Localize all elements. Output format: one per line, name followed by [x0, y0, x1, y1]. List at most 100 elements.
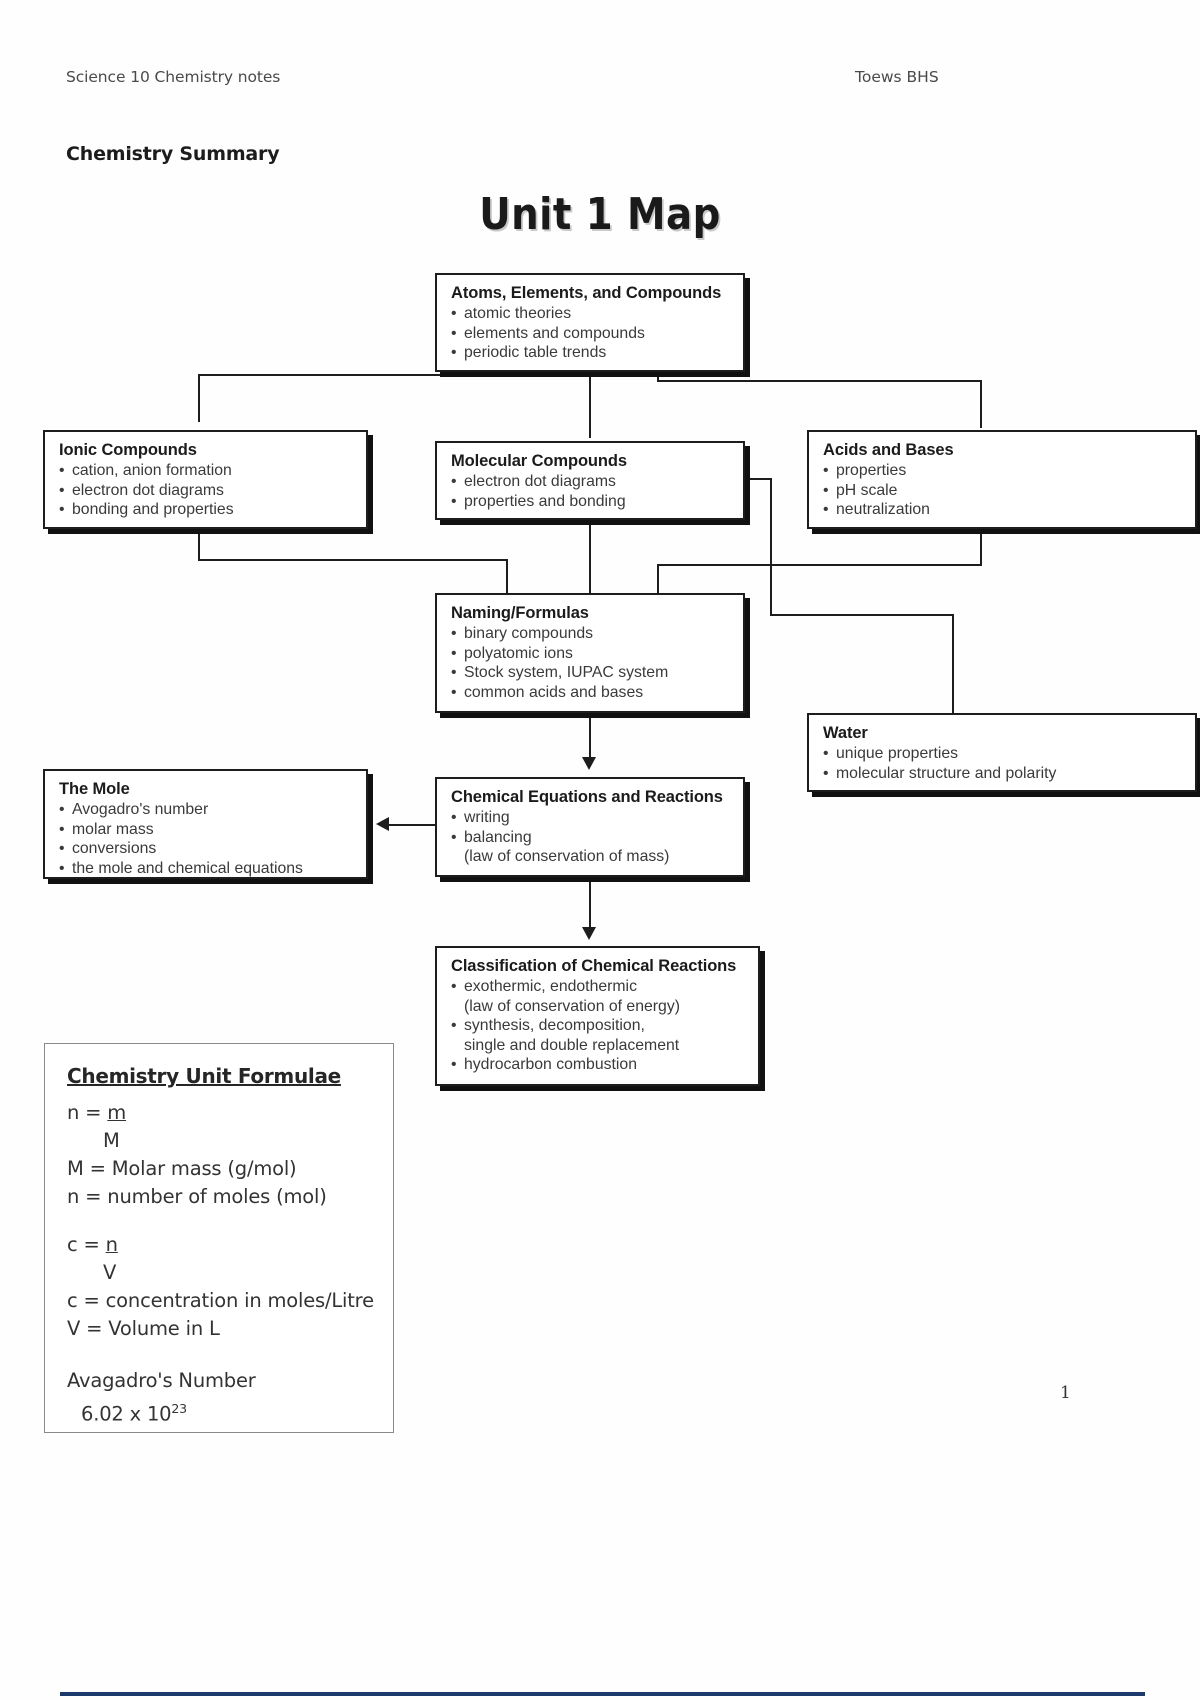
node-item-list: cation, anion formation electron dot dia…: [59, 461, 366, 520]
node-heading: Atoms, Elements, and Compounds: [451, 284, 722, 302]
footer-divider: [60, 1692, 1145, 1696]
node-item-list: atomic theories elements and compounds p…: [451, 304, 743, 363]
node-item-list: properties pH scale neutralization: [823, 461, 1195, 520]
list-item: electron dot diagrams: [451, 472, 743, 492]
formula-definition-molar-mass: M = Molar mass (g/mol): [67, 1157, 297, 1180]
connector-ionic-down: [198, 528, 201, 561]
node-water[interactable]: Water unique properties molecular struct…: [807, 713, 1197, 792]
list-item: conversions: [59, 839, 366, 859]
spacer: [67, 1211, 393, 1231]
list-item: elements and compounds: [451, 324, 743, 344]
connector-atoms-right-down: [657, 370, 660, 382]
list-item: binary compounds: [451, 624, 743, 644]
node-molecular-compounds[interactable]: Molecular Compounds electron dot diagram…: [435, 441, 745, 520]
list-item: synthesis, decomposition,: [451, 1016, 758, 1036]
arrow-equations-to-classification: [582, 927, 596, 940]
connector-water-branch-h: [770, 614, 954, 617]
node-naming-formulas[interactable]: Naming/Formulas binary compounds polyato…: [435, 593, 745, 713]
connector-acids-to-naming-down: [980, 528, 983, 566]
map-title: Unit 1 Map: [479, 189, 721, 240]
node-acids-and-bases[interactable]: Acids and Bases properties pH scale neut…: [807, 430, 1197, 529]
list-item: polyatomic ions: [451, 644, 743, 664]
list-item: common acids and bases: [451, 683, 743, 703]
list-item: properties and bonding: [451, 492, 743, 512]
connector-naming-to-equations: [589, 713, 592, 761]
node-heading: Classification of Chemical Reactions: [451, 957, 737, 975]
list-item: balancing: [451, 828, 743, 848]
node-item-list: Avogadro's number molar mass conversions…: [59, 800, 366, 878]
list-item: neutralization: [823, 500, 1195, 520]
node-the-mole[interactable]: The Mole Avogadro's number molar mass co…: [43, 769, 368, 879]
node-heading: Ionic Compounds: [59, 441, 197, 459]
node-chemical-equations-and-reactions[interactable]: Chemical Equations and Reactions writing…: [435, 777, 745, 877]
formula-definition-volume: V = Volume in L: [67, 1317, 220, 1340]
avogadro-value: 6.02 x 1023: [67, 1395, 393, 1429]
formula-concentration-equation: c = n: [67, 1231, 393, 1259]
formulae-title: Chemistry Unit Formulae: [67, 1064, 341, 1088]
formula-moles-denominator: M: [103, 1129, 120, 1152]
node-heading: The Mole: [59, 780, 130, 798]
node-heading: Naming/Formulas: [451, 604, 589, 622]
node-item-list: writing balancing (law of conservation o…: [451, 808, 743, 867]
list-item-continuation: (law of conservation of energy): [464, 997, 680, 1015]
formula-concentration-denominator: V: [103, 1261, 117, 1284]
formula-definition-moles: n = number of moles (mol): [67, 1185, 327, 1208]
connector-acids-down: [980, 380, 983, 428]
formula-moles-numerator: m: [107, 1101, 127, 1124]
node-item-list: binary compounds polyatomic ions Stock s…: [451, 624, 743, 702]
avogadro-label: Avagadro's Number: [67, 1369, 256, 1392]
avogadro-exponent: 23: [171, 1401, 187, 1416]
avogadro-mantissa: 6.02 x 10: [81, 1402, 172, 1426]
list-item-continuation: single and double replacement: [464, 1036, 680, 1054]
list-item: periodic table trends: [451, 343, 743, 363]
connector-equations-to-mole: [389, 824, 437, 827]
connector-atoms-to-acids: [657, 380, 982, 383]
list-item: unique properties: [823, 744, 1195, 764]
connector-water-branch-down: [770, 478, 773, 616]
node-item-list: unique properties molecular structure an…: [823, 744, 1195, 783]
page-title: Chemistry Summary: [66, 143, 280, 165]
page-number: 1: [1060, 1383, 1071, 1403]
formula-moles-lhs: n =: [67, 1101, 108, 1124]
connector-naming-right-up: [657, 564, 660, 593]
connector-atoms-center-down: [589, 370, 592, 438]
list-item: properties: [823, 461, 1195, 481]
list-item: Stock system, IUPAC system: [451, 663, 743, 683]
connector-ionic-to-naming: [198, 559, 508, 562]
list-item: electron dot diagrams: [59, 481, 366, 501]
list-item: pH scale: [823, 481, 1195, 501]
node-item-list: exothermic, endothermic (law of conserva…: [451, 977, 758, 1075]
node-heading: Chemical Equations and Reactions: [451, 788, 723, 806]
formula-concentration-lhs: c =: [67, 1233, 106, 1256]
header-right-text: Toews BHS: [855, 68, 939, 86]
connector-water-down: [952, 614, 955, 718]
formula-moles-equation: n = m: [67, 1099, 393, 1127]
list-item: molecular structure and polarity: [823, 764, 1195, 784]
list-item: atomic theories: [451, 304, 743, 324]
header-left-text: Science 10 Chemistry notes: [66, 68, 281, 86]
arrow-naming-to-equations: [582, 757, 596, 770]
node-atoms-elements-compounds[interactable]: Atoms, Elements, and Compounds atomic th…: [435, 273, 745, 372]
node-item-list: electron dot diagrams properties and bon…: [451, 472, 743, 511]
formula-definition-concentration: c = concentration in moles/Litre: [67, 1289, 374, 1312]
node-classification-of-chemical-reactions[interactable]: Classification of Chemical Reactions exo…: [435, 946, 760, 1086]
node-ionic-compounds[interactable]: Ionic Compounds cation, anion formation …: [43, 430, 368, 529]
arrow-equations-to-mole: [376, 817, 389, 831]
node-heading: Acids and Bases: [823, 441, 954, 459]
connector-molecular-down: [589, 520, 592, 593]
list-item: writing: [451, 808, 743, 828]
list-item: cation, anion formation: [59, 461, 366, 481]
connector-molecular-to-water-h: [744, 478, 772, 481]
connector-atoms-left-down: [198, 374, 201, 422]
connector-naming-left-up: [506, 559, 509, 593]
formulae-panel: Chemistry Unit Formulae n = m M M = Mola…: [44, 1043, 394, 1433]
list-item-continuation: (law of conservation of mass): [464, 848, 670, 866]
formula-concentration-numerator: n: [105, 1233, 118, 1256]
connector-acids-to-naming: [657, 564, 982, 567]
connector-atoms-to-ionic: [198, 374, 504, 377]
list-item: the mole and chemical equations: [59, 859, 366, 879]
list-item: hydrocarbon combustion: [451, 1055, 758, 1075]
connector-equations-to-classification: [589, 882, 592, 930]
list-item: exothermic, endothermic: [451, 977, 758, 997]
node-heading: Water: [823, 724, 868, 742]
